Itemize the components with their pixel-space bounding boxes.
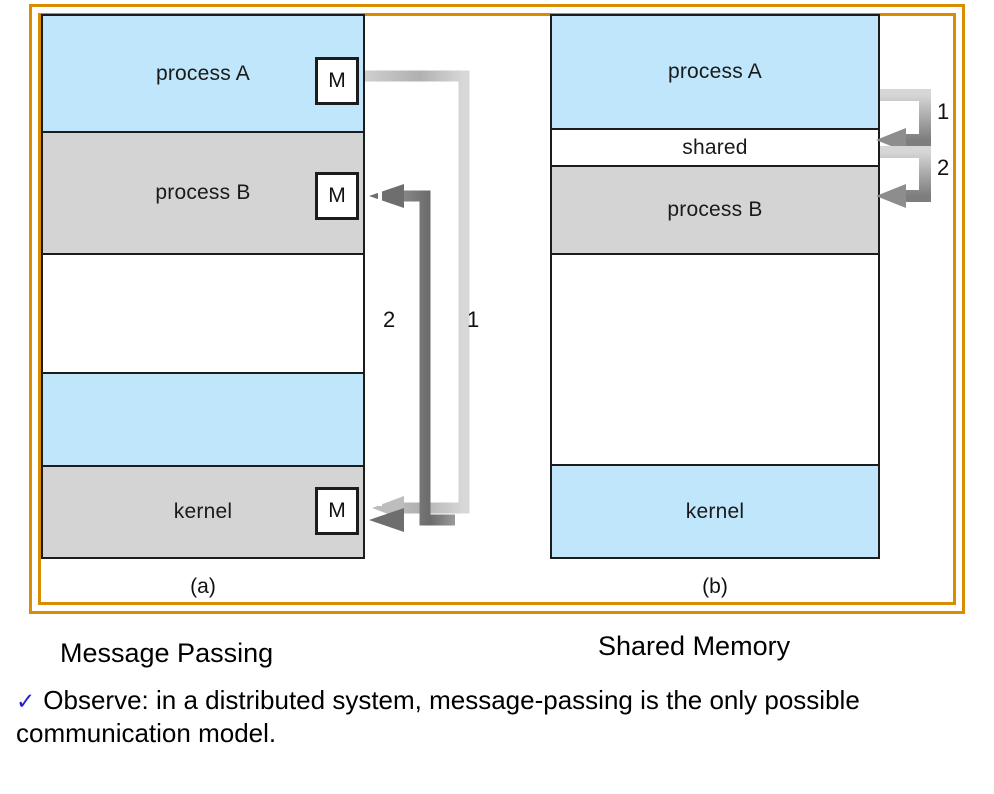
- panel-b-label-process-a: process A: [667, 60, 762, 83]
- panel-b-flow-label-1: 1: [937, 99, 950, 124]
- panel-a-flow-label-2: 2: [383, 307, 396, 332]
- panel-b-label-kernel: kernel: [685, 499, 745, 523]
- figure-inner-frame: [38, 13, 956, 605]
- panel-a-label-process-a: process A: [155, 61, 250, 85]
- panel-b-divider-3: [552, 253, 878, 255]
- panel-a-band-free: [43, 255, 363, 372]
- panel-a-band-process-b: process B: [43, 133, 363, 253]
- panel-a-band-process-a: process A: [43, 16, 363, 131]
- panel-a-divider-3: [43, 372, 363, 374]
- panel-b-flow-label-2: 2: [937, 155, 950, 180]
- panel-a-band-blue-free: [43, 374, 363, 465]
- panel-b-band-shared: shared: [552, 130, 878, 165]
- panel-a-divider-2: [43, 253, 363, 255]
- panel-a-mailbox-process-b: M: [315, 172, 359, 220]
- panel-b-band-free: [552, 255, 878, 464]
- panel-a-memory-column: process A process B kernel: [41, 14, 365, 559]
- panel-a-divider-4: [43, 465, 363, 467]
- panel-b-divider-2: [552, 165, 878, 167]
- panel-a-mailbox-process-a: M: [315, 57, 359, 105]
- panel-a-mailbox-kernel: M: [315, 487, 359, 535]
- panel-b-title: Shared Memory: [598, 631, 791, 661]
- panel-a-title: Message Passing: [60, 638, 274, 668]
- panel-a-divider-1: [43, 131, 363, 133]
- mailbox-letter: M: [328, 69, 346, 92]
- panel-a-caption: (a): [190, 575, 216, 598]
- panel-b-label-shared: shared: [682, 135, 748, 159]
- panel-b-memory-column: process A shared process B kernel: [550, 14, 880, 559]
- panel-b-label-process-b: process B: [667, 198, 763, 221]
- panel-a-label-kernel: kernel: [173, 500, 233, 523]
- check-icon: ✓: [16, 688, 36, 714]
- panel-b-caption: (b): [702, 575, 728, 598]
- mailbox-letter: M: [328, 184, 346, 207]
- figure-outer-frame: [29, 4, 965, 614]
- panel-b-divider-4: [552, 464, 878, 466]
- panel-a-band-kernel: kernel: [43, 467, 363, 557]
- panel-b-band-kernel: kernel: [552, 466, 878, 557]
- panel-b-divider-1: [552, 128, 878, 130]
- panel-b-band-process-b: process B: [552, 167, 878, 253]
- observe-text: Observe: in a distributed system, messag…: [16, 685, 860, 749]
- panel-b-band-process-a: process A: [552, 16, 878, 128]
- panel-a-label-process-b: process B: [155, 181, 251, 204]
- mailbox-letter: M: [328, 499, 346, 522]
- observe-bullet: ✓Observe: in a distributed system, messa…: [16, 684, 978, 751]
- panel-a-flow-label-1: 1: [467, 307, 480, 332]
